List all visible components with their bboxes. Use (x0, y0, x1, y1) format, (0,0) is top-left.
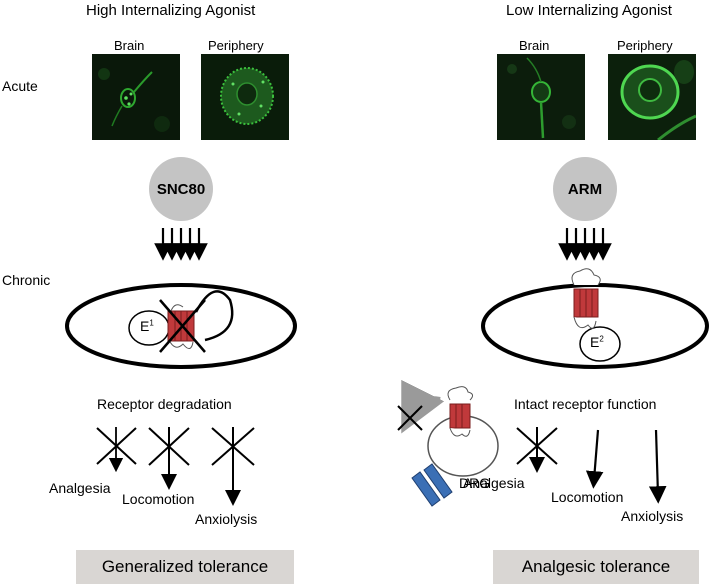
left-locomotion-label: Locomotion (122, 491, 195, 507)
left-locomotion-arrow (148, 427, 190, 490)
drg-curved-arrow (401, 379, 445, 434)
right-locomotion-label: Locomotion (551, 489, 624, 505)
right-periphery-label: Periphery (617, 38, 673, 53)
analgesic-tolerance-text: Analgesic tolerance (521, 557, 671, 576)
drg-blocked-cross (397, 405, 423, 431)
left-analgesia-arrow (96, 427, 137, 473)
right-column-heading: Low Internalizing Agonist (506, 2, 672, 19)
right-analgesia-label: Analgesia (463, 475, 525, 491)
drg-label: DRG (459, 475, 491, 491)
right-signal-arrows (558, 228, 612, 261)
generalized-tolerance-banner: Generalized tolerance (76, 550, 294, 584)
left-periphery-micrograph (201, 54, 289, 140)
left-fate-label: Receptor degradation (97, 396, 232, 412)
right-endosome-sup: 2 (599, 334, 604, 344)
left-anxiolysis-arrow (211, 427, 255, 506)
analgesic-tolerance-banner: Analgesic tolerance (493, 550, 699, 584)
left-column-heading: High Internalizing Agonist (86, 2, 256, 19)
left-signal-arrows (154, 228, 208, 261)
chronic-row-label: Chronic (2, 272, 51, 288)
left-internalization-loop (194, 290, 234, 342)
right-periphery-micrograph (608, 54, 696, 140)
right-locomotion-arrow (585, 429, 604, 489)
arm-agonist-circle: ARM (553, 157, 617, 221)
snc80-agonist-circle: SNC80 (149, 157, 213, 221)
left-anxiolysis-label: Anxiolysis (195, 511, 258, 527)
right-anxiolysis-label: Anxiolysis (621, 508, 684, 524)
left-endosome-letter: E (140, 318, 150, 334)
left-degradation-cross (159, 299, 206, 353)
snc80-label: SNC80 (156, 180, 206, 198)
left-analgesia-label: Analgesia (49, 480, 111, 496)
right-endosome (579, 326, 621, 362)
right-analgesia-arrow (516, 427, 558, 473)
drg-receptor (447, 386, 474, 437)
left-brain-label: Brain (114, 38, 145, 53)
right-brain-label: Brain (519, 38, 550, 53)
right-endosome-label: E2 (590, 334, 604, 350)
generalized-tolerance-text: Generalized tolerance (101, 557, 269, 576)
left-brain-micrograph (92, 54, 180, 140)
acute-row-label: Acute (2, 78, 38, 94)
right-fate-label: Intact receptor function (514, 396, 657, 412)
right-endosome-letter: E (590, 334, 600, 350)
right-anxiolysis-arrow (648, 429, 667, 504)
right-brain-micrograph (497, 54, 585, 140)
drg-blue-bars (411, 463, 453, 507)
right-receptor (571, 268, 601, 329)
arm-label: ARM (567, 180, 603, 198)
left-endosome-label: E1 (140, 318, 154, 334)
left-periphery-label: Periphery (208, 38, 264, 53)
left-endosome-sup: 1 (149, 318, 154, 328)
drg-neuron (397, 379, 499, 507)
